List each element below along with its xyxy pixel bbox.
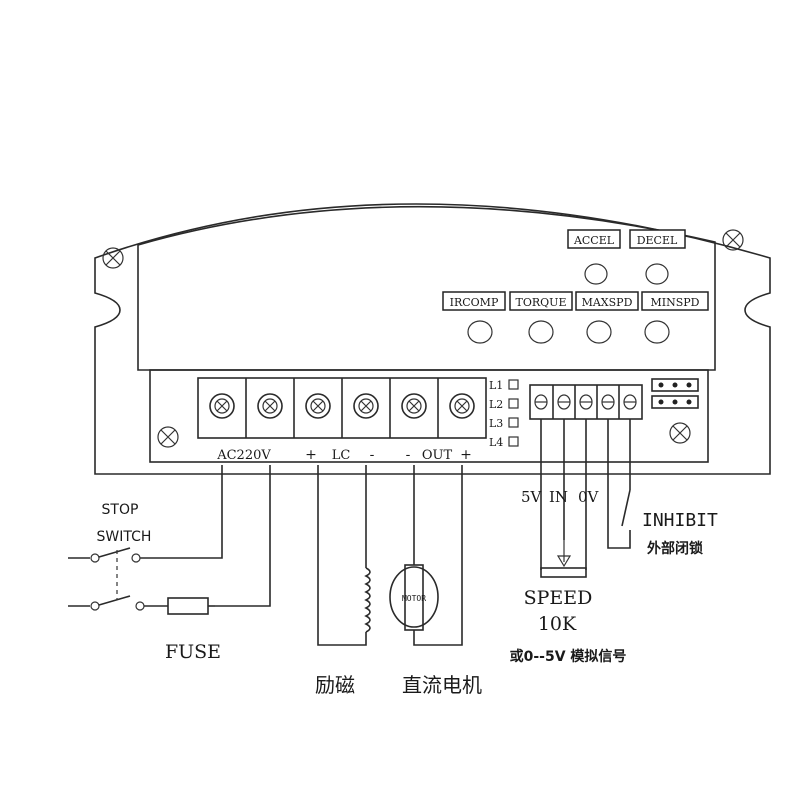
panel-screw-icon	[669, 422, 691, 444]
label-in: IN	[549, 488, 568, 506]
label-lc: LC	[332, 448, 351, 463]
terminal-screw-icon	[257, 393, 283, 419]
corner-screw-icon	[102, 247, 124, 269]
small-screw-icon	[623, 394, 637, 410]
terminal-panel	[149, 369, 709, 463]
inhibit-wiring	[607, 419, 631, 549]
motor-icon	[389, 566, 439, 628]
svg-text:MINSPD: MINSPD	[651, 296, 700, 309]
fuse-icon	[167, 597, 209, 615]
svg-text:L1: L1	[489, 379, 503, 392]
field-coil-wiring	[317, 465, 371, 646]
speed-alt-label: 或0--5V 模拟信号	[510, 648, 627, 665]
svg-text:IRCOMP: IRCOMP	[450, 296, 499, 309]
panel-screw-icon	[157, 426, 179, 448]
label-out: OUT	[422, 448, 453, 463]
inhibit-cn-label: 外部闭锁	[647, 540, 703, 557]
pot-maxspd: MAXSPD	[575, 291, 639, 344]
power-terminal-block	[197, 377, 487, 439]
small-screw-icon	[579, 394, 593, 410]
label-5v: 5V	[521, 488, 543, 506]
pot-decel: DECEL	[629, 229, 686, 285]
speed-value-label: 10K	[538, 613, 577, 635]
terminal-screw-icon	[209, 393, 235, 419]
svg-text:TORQUE: TORQUE	[516, 296, 567, 309]
field-label: 励磁	[315, 673, 355, 697]
terminal-screw-icon	[353, 393, 379, 419]
motor-wiring: MOTOR	[389, 465, 463, 646]
label-0v: 0V	[578, 488, 600, 506]
svg-text:ACCEL: ACCEL	[573, 234, 615, 247]
pot-minspd: MINSPD	[641, 291, 709, 344]
speed-pot-icon	[540, 567, 587, 578]
ac-wiring	[68, 465, 271, 615]
chassis-outline	[94, 203, 771, 475]
pot-ircomp: IRCOMP	[442, 291, 506, 344]
svg-text:L4: L4	[489, 436, 503, 449]
jumper-header	[651, 378, 699, 409]
top-panel	[137, 205, 716, 371]
motor-label: 直流电机	[402, 673, 482, 697]
label-lc-plus: +	[305, 447, 317, 463]
label-out-minus: -	[406, 447, 411, 463]
svg-text:DECEL: DECEL	[637, 234, 678, 247]
stop-switch-label-line1: STOP	[102, 502, 139, 518]
terminal-screw-icon	[305, 393, 331, 419]
svg-text:L3: L3	[489, 417, 503, 430]
label-out-plus: +	[460, 447, 472, 463]
svg-text:L2: L2	[489, 398, 503, 411]
pot-accel: ACCEL	[567, 229, 621, 285]
svg-text:MAXSPD: MAXSPD	[582, 296, 633, 309]
motor-badge: MOTOR	[402, 594, 426, 603]
small-screw-icon	[557, 394, 571, 410]
pot-torque: TORQUE	[509, 291, 573, 344]
terminal-screw-icon	[449, 393, 475, 419]
stop-switch-label-line2: SWITCH	[97, 529, 152, 545]
signal-terminal-block	[529, 384, 643, 420]
label-ac220v: AC220V	[216, 448, 271, 463]
led-indicators: L1 L2 L3 L4	[489, 379, 519, 449]
fuse-label: FUSE	[165, 641, 221, 663]
corner-screw-icon	[722, 229, 744, 251]
small-screw-icon	[534, 394, 548, 410]
coil-icon	[364, 567, 371, 633]
small-screw-icon	[601, 394, 615, 410]
speed-wiring	[540, 419, 587, 578]
speed-label: SPEED	[524, 587, 593, 609]
inhibit-label: INHIBIT	[642, 510, 718, 531]
terminal-screw-icon	[401, 393, 427, 419]
label-lc-minus: -	[370, 447, 375, 463]
